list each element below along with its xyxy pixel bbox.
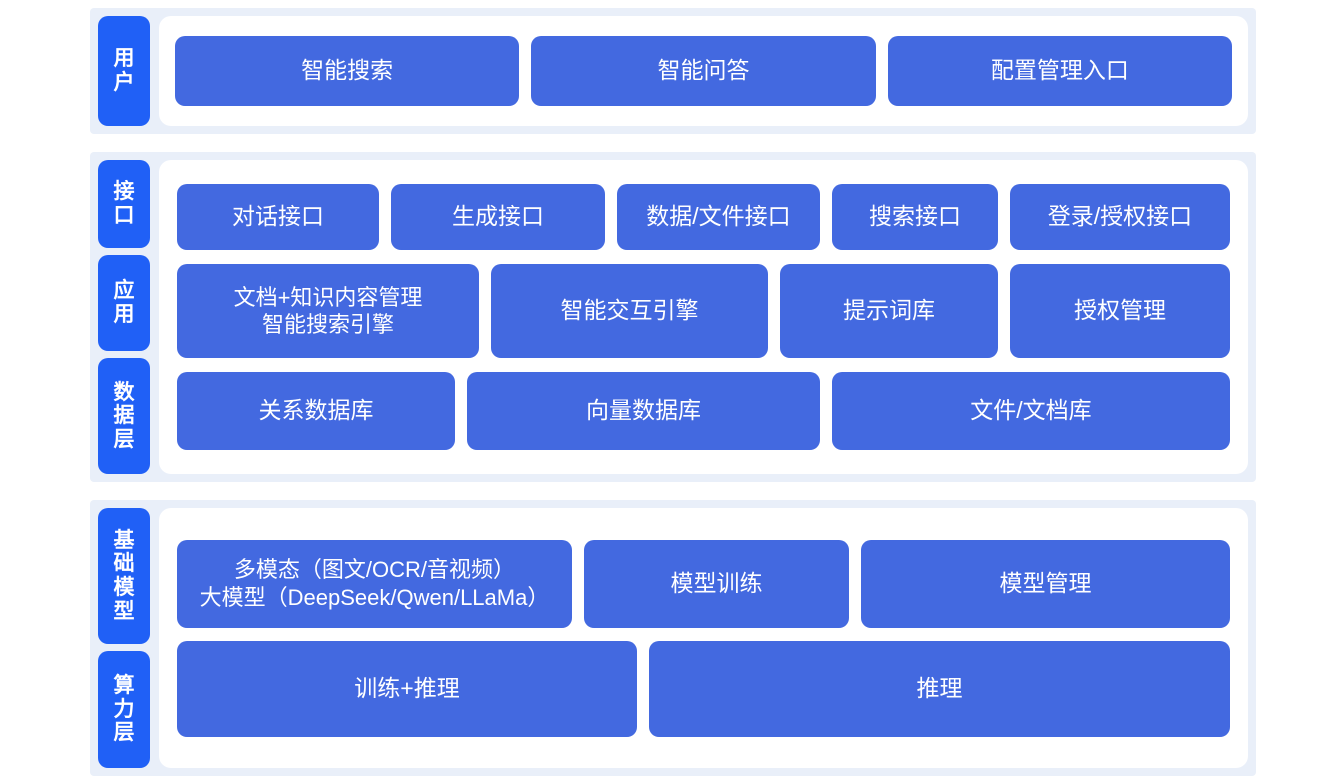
rail-label-data-layer: 数据层 — [98, 358, 150, 474]
node-training-plus-inference[interactable]: 训练+推理 — [177, 640, 637, 737]
rail-label-foundation-model-text: 基础模型 — [113, 528, 135, 623]
section-infrastructure-rails: 基础模型 算力层 — [98, 508, 150, 768]
row-compute-layer: 训练+推理 推理 — [177, 640, 1230, 737]
node-smart-qa[interactable]: 智能问答 — [531, 36, 876, 106]
rail-label-user: 用户 — [98, 16, 150, 126]
node-inference[interactable]: 推理 — [649, 640, 1230, 737]
node-relational-database[interactable]: 关系数据库 — [177, 372, 455, 450]
rail-label-data-layer-text: 数据层 — [113, 380, 135, 451]
row-foundation-model: 多模态（图文/OCR/音视频） 大模型（DeepSeek/Qwen/LLaMa）… — [177, 539, 1230, 628]
rail-label-foundation-model: 基础模型 — [98, 508, 150, 644]
node-data-file-api[interactable]: 数据/文件接口 — [617, 184, 820, 250]
rail-label-compute-layer: 算力层 — [98, 651, 150, 768]
rail-label-interface-text: 接口 — [113, 180, 135, 227]
rail-label-application: 应用 — [98, 255, 150, 351]
section-infrastructure-card: 多模态（图文/OCR/音视频） 大模型（DeepSeek/Qwen/LLaMa）… — [159, 508, 1248, 768]
section-user: 用户 智能搜索 智能问答 配置管理入口 — [90, 8, 1256, 134]
node-config-management-entry[interactable]: 配置管理入口 — [887, 36, 1232, 106]
section-platform-rails: 接口 应用 数据层 — [98, 160, 150, 474]
node-dialog-api[interactable]: 对话接口 — [177, 184, 379, 250]
row-interface: 对话接口 生成接口 数据/文件接口 搜索接口 登录/授权接口 — [177, 184, 1230, 250]
rail-label-application-text: 应用 — [113, 279, 135, 326]
section-infrastructure: 基础模型 算力层 多模态（图文/OCR/音视频） 大模型（DeepSeek/Qw… — [90, 500, 1256, 776]
node-prompt-library[interactable]: 提示词库 — [780, 264, 998, 358]
row-application: 文档+知识内容管理 智能搜索引擎 智能交互引擎 提示词库 授权管理 — [177, 264, 1230, 358]
rail-label-compute-layer-text: 算力层 — [113, 674, 135, 745]
node-authorization-management[interactable]: 授权管理 — [1010, 264, 1230, 358]
node-multimodal-large-model[interactable]: 多模态（图文/OCR/音视频） 大模型（DeepSeek/Qwen/LLaMa） — [177, 539, 572, 628]
node-file-document-store[interactable]: 文件/文档库 — [832, 372, 1230, 450]
node-smart-search[interactable]: 智能搜索 — [175, 36, 520, 106]
section-platform-card: 对话接口 生成接口 数据/文件接口 搜索接口 登录/授权接口 文档+知识内容管理… — [159, 160, 1248, 474]
rail-label-user-text: 用户 — [113, 47, 135, 94]
node-vector-database[interactable]: 向量数据库 — [467, 372, 820, 450]
node-search-api[interactable]: 搜索接口 — [832, 184, 998, 250]
node-model-management[interactable]: 模型管理 — [861, 539, 1230, 628]
node-smart-interaction-engine[interactable]: 智能交互引擎 — [491, 264, 768, 358]
node-model-training[interactable]: 模型训练 — [584, 539, 849, 628]
rail-label-interface: 接口 — [98, 160, 150, 248]
row-data-layer: 关系数据库 向量数据库 文件/文档库 — [177, 372, 1230, 450]
node-document-knowledge-management[interactable]: 文档+知识内容管理 智能搜索引擎 — [177, 264, 479, 358]
section-user-card: 智能搜索 智能问答 配置管理入口 — [159, 16, 1248, 126]
row-user: 智能搜索 智能问答 配置管理入口 — [175, 36, 1232, 106]
section-user-rails: 用户 — [98, 16, 150, 126]
section-platform: 接口 应用 数据层 对话接口 生成接口 数据/文件接口 搜索接口 登录/授权接口… — [90, 152, 1256, 482]
node-login-auth-api[interactable]: 登录/授权接口 — [1010, 184, 1230, 250]
node-generation-api[interactable]: 生成接口 — [391, 184, 605, 250]
